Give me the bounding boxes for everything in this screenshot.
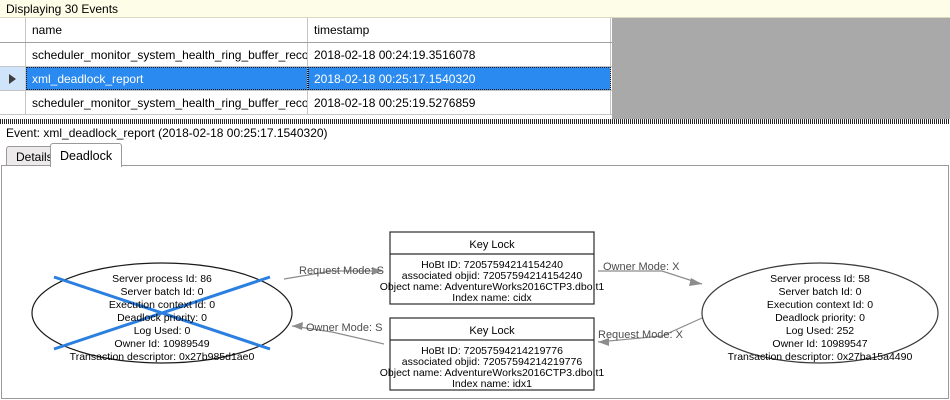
edge-right-request-bottom-line (597, 317, 703, 343)
row-selector[interactable] (0, 43, 26, 66)
resource-top-line-4: Index name: cidx (452, 292, 532, 304)
cell-event-timestamp[interactable]: 2018-02-18 00:25:19.5276859 (308, 91, 611, 114)
process-left-line-6: Owner Id: 10989549 (114, 338, 209, 350)
row-selector-arrow-icon (9, 73, 16, 84)
resource-node-bottom[interactable]: Key Lock HoBt ID: 72057594214219776 asso… (380, 317, 605, 391)
tab-details[interactable]: Details (6, 146, 63, 166)
process-left-line-1: Server process Id: 86 (112, 273, 212, 285)
horizontal-splitter[interactable] (0, 119, 950, 124)
events-status-text: Displaying 30 Events (6, 1, 119, 16)
arrowhead-icon (292, 322, 303, 330)
event-caption: Event: xml_deadlock_report (2018-02-18 0… (0, 124, 950, 142)
tab-details-label: Details (16, 149, 53, 164)
cell-event-timestamp[interactable]: 2018-02-18 00:25:17.1540320 (308, 67, 611, 90)
column-header-name[interactable]: name (26, 18, 308, 42)
resource-bottom-line-2: associated objid: 72057594214219776 (402, 356, 583, 368)
process-left-line-5: Log Used: 0 (134, 325, 191, 337)
edge-left-request-top: Request Mode: S (283, 265, 384, 280)
events-status-bar: Displaying 30 Events (0, 0, 950, 18)
resource-node-top[interactable]: Key Lock HoBt ID: 72057594214154240 asso… (380, 231, 605, 305)
process-node-left[interactable]: Server process Id: 86 Server batch Id: 0… (31, 262, 293, 364)
resource-bottom-line-4: Index name: idx1 (452, 378, 532, 390)
row-selector[interactable] (0, 91, 26, 114)
process-right-line-7: Transaction descriptor: 0x27ba15a4490 (728, 351, 913, 363)
resource-node-top-shape[interactable] (389, 231, 595, 305)
cell-event-name[interactable]: scheduler_monitor_system_health_ring_buf… (26, 43, 308, 66)
tab-strip: Details Deadlock (0, 142, 950, 167)
resource-node-top-title: Key Lock (469, 239, 515, 251)
event-caption-text: Event: xml_deadlock_report (2018-02-18 0… (6, 126, 328, 140)
process-left-line-4: Deadlock priority: 0 (117, 312, 207, 324)
tab-deadlock-label: Deadlock (60, 148, 113, 163)
edge-bottom-owner-left: Owner Mode: S (291, 322, 385, 345)
resource-node-bottom-title: Key Lock (469, 325, 515, 337)
process-right-line-2: Server batch Id: 0 (779, 286, 862, 298)
arrowhead-icon (372, 267, 382, 275)
deadlock-graph-panel[interactable]: Request Mode: S Owner Mode: X Owner Mode… (1, 165, 949, 399)
edge-left-request-top-line (283, 270, 382, 280)
process-left-line-3: Execution context Id: 0 (109, 299, 215, 311)
process-left-line-2: Server batch Id: 0 (121, 286, 204, 298)
process-right-line-1: Server process Id: 58 (770, 273, 870, 285)
process-node-right[interactable]: Server process Id: 58 Server batch Id: 0… (701, 262, 939, 364)
edge-left-request-top-label: Request Mode: S (299, 265, 384, 277)
events-grid-header-row: name timestamp (0, 18, 612, 43)
deadlock-victim-x-icon (53, 275, 271, 351)
resource-bottom-line-1: HoBt ID: 72057594214219776 (421, 345, 563, 357)
table-row[interactable]: scheduler_monitor_system_health_ring_buf… (0, 43, 612, 67)
resource-top-line-3: Object name: AdventureWorks2016CTP3.dbo.… (380, 281, 605, 293)
arrowhead-icon (598, 338, 609, 346)
cell-event-timestamp[interactable]: 2018-02-18 00:24:19.3516078 (308, 43, 611, 66)
resource-node-bottom-shape[interactable] (389, 317, 595, 391)
resource-bottom-line-3: Object name: AdventureWorks2016CTP3.dbo.… (380, 367, 605, 379)
row-selector[interactable] (0, 67, 26, 90)
edge-right-request-bottom: Request Mode: X (597, 317, 703, 346)
column-header-timestamp[interactable]: timestamp (308, 18, 611, 42)
process-right-line-5: Log Used: 252 (786, 325, 854, 337)
process-left-line-7: Transaction descriptor: 0x27b985d1ae0 (70, 351, 255, 363)
edge-bottom-owner-left-line (291, 325, 385, 345)
table-row[interactable]: xml_deadlock_report 2018-02-18 00:25:17.… (0, 67, 612, 91)
cell-event-name[interactable]: xml_deadlock_report (26, 67, 308, 90)
arrowhead-icon (689, 278, 702, 286)
process-right-line-4: Deadlock priority: 0 (775, 312, 865, 324)
edge-right-owner-top-label: Owner Mode: X (603, 261, 680, 273)
edge-bottom-owner-left-label: Owner Mode: S (306, 322, 382, 334)
process-right-line-6: Owner Id: 10989547 (772, 338, 867, 350)
resource-top-line-2: associated objid: 72057594214154240 (402, 270, 583, 282)
table-row[interactable]: scheduler_monitor_system_health_ring_buf… (0, 91, 612, 115)
edge-right-owner-top: Owner Mode: X (598, 261, 703, 286)
header-cell-selector (0, 18, 26, 42)
process-right-line-3: Execution context Id: 0 (767, 299, 873, 311)
deadlock-graph-svg: Request Mode: S Owner Mode: X Owner Mode… (31, 231, 939, 391)
events-grid-columns: name timestamp scheduler_monitor_system_… (0, 18, 612, 119)
process-node-right-shape[interactable] (701, 262, 939, 364)
resource-top-line-1: HoBt ID: 72057594214154240 (421, 259, 563, 271)
edge-right-owner-top-line (598, 270, 703, 285)
tab-deadlock[interactable]: Deadlock (50, 143, 123, 167)
cell-event-name[interactable]: scheduler_monitor_system_health_ring_buf… (26, 91, 308, 114)
edge-right-request-bottom-label: Request Mode: X (598, 329, 684, 341)
events-grid[interactable]: name timestamp scheduler_monitor_system_… (0, 18, 950, 119)
